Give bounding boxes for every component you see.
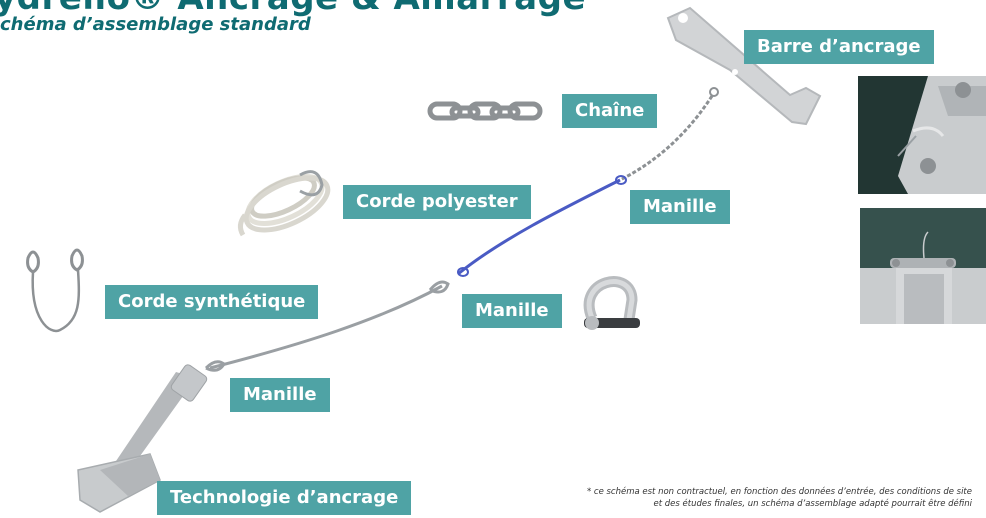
- anchor-bar-icon: [666, 6, 822, 126]
- synthetic-rope-sling-icon: [26, 248, 84, 333]
- page-subtitle: chéma d’assemblage standard: [0, 14, 311, 35]
- dock-photo: [858, 76, 986, 194]
- label-barre-ancrage: Barre d’ancrage: [744, 30, 934, 64]
- label-corde-polyester: Corde polyester: [343, 185, 531, 219]
- label-manille-lower: Manille: [230, 378, 330, 412]
- label-chaine: Chaîne: [562, 94, 658, 128]
- footnote-line-1: * ce schéma est non contractuel, en fonc…: [586, 487, 972, 497]
- chain-icon: [427, 101, 543, 121]
- label-manille-upper: Manille: [630, 190, 730, 224]
- rope-coil-icon: [237, 170, 331, 237]
- rigging-line: [204, 87, 719, 372]
- page-title: ydrelio® Ancrage & Amarrage: [0, 0, 586, 18]
- label-manille-middle: Manille: [462, 294, 562, 328]
- footnote: * ce schéma est non contractuel, en fonc…: [587, 486, 972, 510]
- shackle-icon: [583, 276, 640, 330]
- label-corde-synthetique: Corde synthétique: [105, 285, 319, 319]
- footnote-line-2: et des études finales, un schéma d’assem…: [653, 499, 973, 509]
- anchor-icon: [77, 364, 208, 513]
- pontoon-photo: [860, 208, 986, 324]
- label-technologie-ancrage: Technologie d’ancrage: [157, 481, 412, 515]
